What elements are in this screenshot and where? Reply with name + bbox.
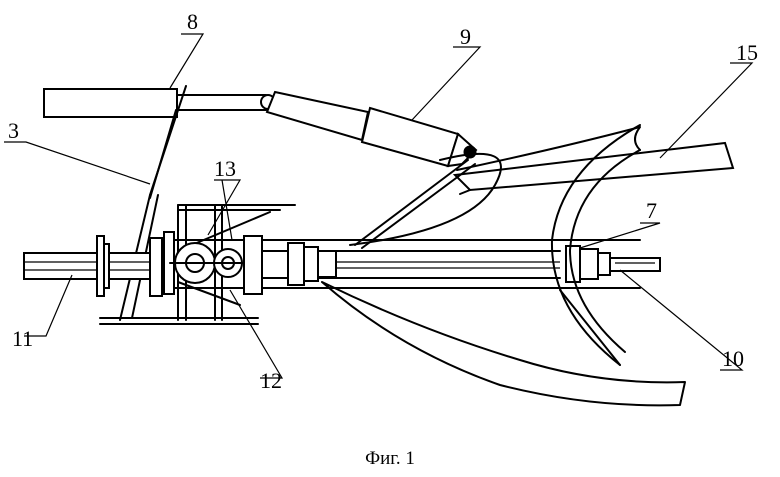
label-11: 11: [12, 326, 33, 351]
part-8-block: [44, 89, 266, 117]
label-12: 12: [260, 368, 282, 393]
label-13: 13: [214, 156, 236, 181]
lower-wing: [322, 282, 685, 405]
leader-lines: [4, 34, 752, 378]
label-7: 7: [646, 198, 657, 223]
label-8: 8: [187, 9, 198, 34]
part-12-rollers: [170, 243, 244, 283]
label-9: 9: [460, 24, 471, 49]
part-9-cylinder: [261, 92, 476, 166]
label-15: 15: [736, 40, 758, 65]
strut: [355, 160, 475, 248]
part-10-rod-end: [610, 258, 660, 271]
label-10: 10: [722, 346, 744, 371]
figure-caption: Фиг. 1: [365, 448, 415, 469]
label-3: 3: [8, 118, 19, 143]
